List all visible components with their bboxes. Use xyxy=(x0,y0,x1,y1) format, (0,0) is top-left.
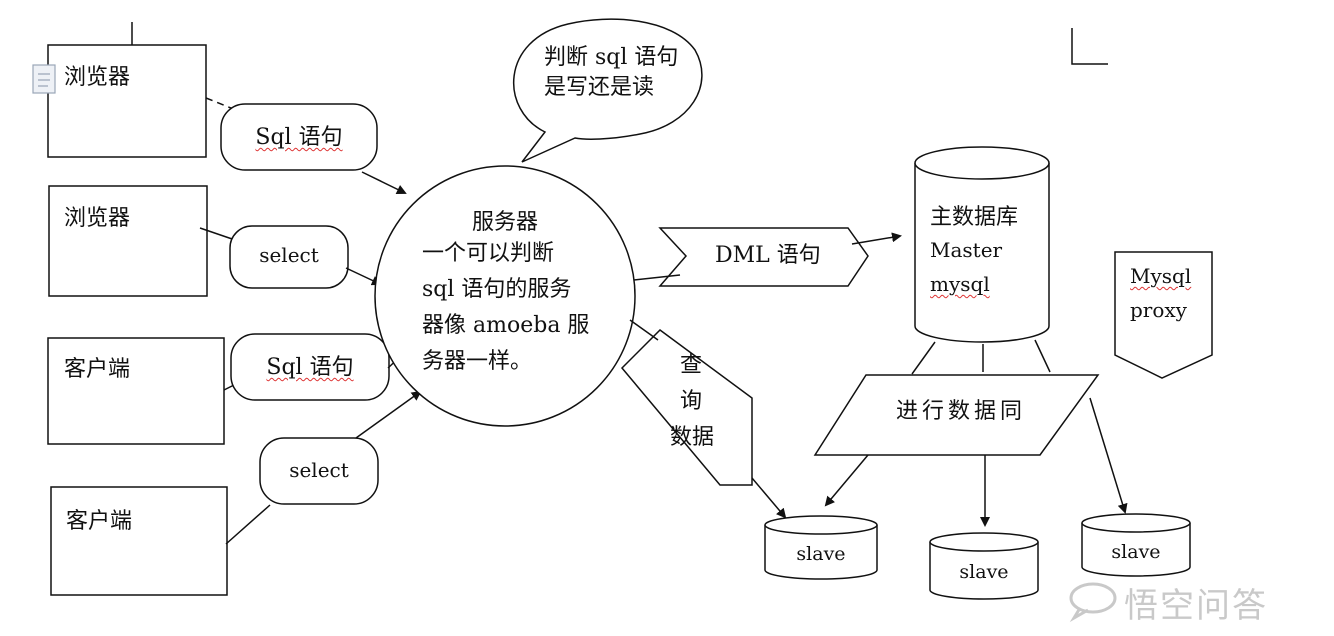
query-pentagon xyxy=(620,329,753,486)
server-line-4: 器像 amoeba 服 xyxy=(422,313,590,338)
bubble-line-2: 是写还是读 xyxy=(544,75,655,100)
client-box-1 xyxy=(47,44,207,158)
server-circle xyxy=(374,165,636,427)
message-label-3: Sql 语句 xyxy=(266,355,354,380)
message-label-4: select xyxy=(289,458,349,482)
link-server-query xyxy=(629,319,659,341)
query-label-2: 询 xyxy=(680,389,703,414)
link-master-sync-1 xyxy=(911,341,936,375)
arrow-sync-slave-1 xyxy=(824,454,869,507)
slave-label-3: slave xyxy=(1111,541,1161,563)
sync-parallelogram xyxy=(813,374,1100,456)
slave-cylinder-1 xyxy=(764,515,878,580)
client-box-2 xyxy=(48,185,208,297)
master-line-2: Master xyxy=(930,238,1003,262)
slave-label-1: slave xyxy=(796,543,846,565)
query-label-3: 数据 xyxy=(670,425,715,450)
link-master-sync-3 xyxy=(1034,339,1051,373)
arrow-msg4-server xyxy=(355,390,422,439)
proxy-line-1: Mysql xyxy=(1130,264,1192,288)
slave-cylinder-2 xyxy=(929,532,1039,600)
speech-bubble xyxy=(512,18,703,163)
client-label-4: 客户端 xyxy=(66,509,133,534)
arrow-server-dml xyxy=(633,274,681,281)
document-icon xyxy=(32,64,56,94)
client-box-4 xyxy=(50,486,228,596)
master-line-3: mysql xyxy=(930,272,990,296)
client-label-3: 客户端 xyxy=(64,357,131,382)
arrow-msg2-server xyxy=(345,267,382,286)
server-line-2: 一个可以判断 xyxy=(422,241,555,266)
message-label-2: select xyxy=(259,243,319,267)
message-capsule-4 xyxy=(259,437,379,505)
server-title: 服务器 xyxy=(471,210,538,235)
slave-cylinder-3 xyxy=(1081,513,1191,577)
watermark-icon xyxy=(1069,582,1117,623)
master-cylinder xyxy=(914,146,1050,343)
message-capsule-2 xyxy=(229,225,349,289)
client-box-3 xyxy=(47,337,225,445)
query-label-1: 查 xyxy=(680,353,703,378)
dml-label: DML 语句 xyxy=(715,243,821,268)
proxy-line-2: proxy xyxy=(1130,298,1187,322)
client-label-2: 浏览器 xyxy=(64,206,131,231)
slave-label-2: slave xyxy=(959,561,1009,583)
proxy-pentagon xyxy=(1114,251,1213,379)
arrow-query-slave xyxy=(751,477,787,519)
watermark-text: 悟空问答 xyxy=(1124,586,1268,626)
master-line-1: 主数据库 xyxy=(930,205,1019,230)
server-line-3: sql 语句的服务 xyxy=(422,277,572,302)
arrow-dml-master xyxy=(851,232,902,245)
message-capsule-1 xyxy=(220,103,378,171)
corner-mark-right xyxy=(1071,28,1108,65)
arrow-msg1-server xyxy=(361,171,407,194)
link-client4-msg4 xyxy=(225,504,271,545)
sync-label: 进行数据同 xyxy=(896,399,1027,424)
arrow-sync-slave-3 xyxy=(1089,397,1128,514)
dml-arrow-shape xyxy=(658,227,869,287)
message-label-1: Sql 语句 xyxy=(255,125,343,150)
bubble-line-1: 判断 sql 语句 xyxy=(544,45,679,70)
client-label-1: 浏览器 xyxy=(64,65,131,90)
server-line-5: 务器一样。 xyxy=(422,349,533,374)
